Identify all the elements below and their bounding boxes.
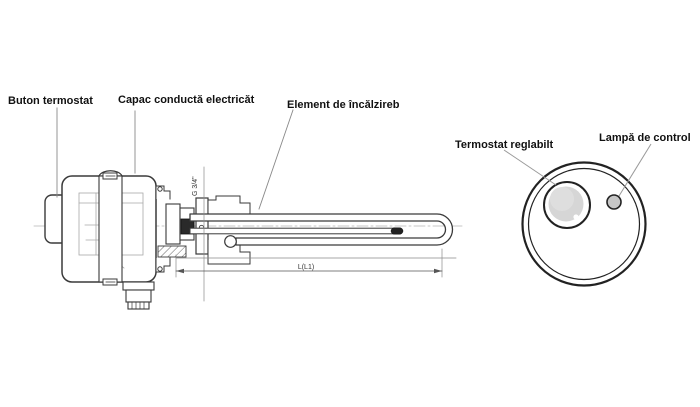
mounting-ears: [155, 185, 171, 273]
callout-leaders: [56, 107, 294, 210]
front-panel-view: Termostat reglabilt Lampă de control: [455, 132, 691, 287]
label-termostat-reglabil: Termostat reglabilt: [455, 139, 554, 151]
tube-end-cap: [224, 235, 237, 248]
panel-inner-ring: [527, 167, 641, 281]
control-lamp: [606, 194, 622, 210]
panel-outer-ring: [521, 161, 647, 287]
cover-seam: [98, 172, 123, 286]
probe-rod: [189, 227, 401, 235]
cable-gland: [122, 281, 155, 310]
heating-tube: [189, 213, 454, 246]
thermostat-knob-front: [543, 181, 591, 229]
thread-dimension-label: G 3/4": [192, 176, 199, 196]
label-element-incalzire: Element de încălzireb: [287, 99, 400, 111]
probe-tip: [390, 227, 404, 235]
label-buton-termostat: Buton termostat: [8, 95, 93, 107]
label-capac-conducta: Capac conductă electricăt: [118, 94, 255, 106]
side-view-drawing: G 3/4" L(L1) Buton termostat Capac condu…: [8, 94, 463, 310]
thread-hatch: [157, 245, 187, 258]
label-lampa-control: Lampă de control: [599, 132, 691, 144]
dimensioning: G 3/4" L(L1): [175, 166, 457, 302]
front-view-leaders: [503, 143, 652, 197]
length-dimension-label: L(L1): [298, 264, 314, 271]
